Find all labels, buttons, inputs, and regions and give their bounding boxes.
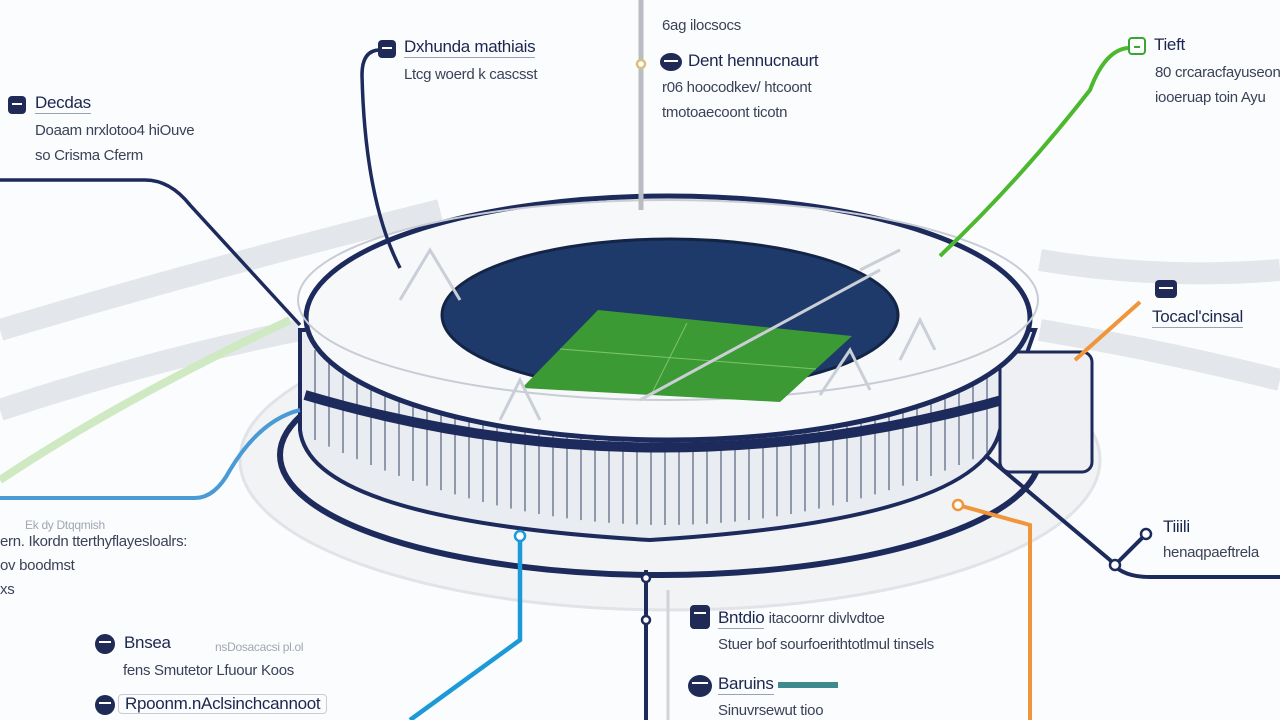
bottom-left-item-2-title: Rpoonm.nAclsinchcannoot xyxy=(118,694,328,714)
callout-lower-left-caption: Ek dy Dtqqmish xyxy=(25,518,105,532)
database-icon xyxy=(8,96,26,114)
bus-icon xyxy=(660,53,682,71)
callout-top-right-title: Tieft xyxy=(1154,35,1185,54)
callout-top-right-line-2: iooeruap toin Ayu xyxy=(1155,89,1266,106)
building-icon xyxy=(378,40,396,58)
callout-top-left-title: Decdas xyxy=(35,93,91,114)
monitor-icon xyxy=(1155,280,1177,298)
connector-line-bottom-orange xyxy=(957,503,1032,720)
bus-icon xyxy=(690,605,710,629)
callout-top-center-top-line: 6ag ilocsocs xyxy=(662,17,741,34)
pitch xyxy=(522,310,852,402)
bottom-center-item-2-title: Baruins xyxy=(718,674,774,695)
bottom-center-item-2-sub: Sinuvrsewut tioo xyxy=(718,702,824,719)
train-icon xyxy=(95,634,115,654)
pitch-lines xyxy=(559,322,817,396)
connector-line-mid-right xyxy=(1073,300,1142,362)
connector-branch-lower-right xyxy=(1113,533,1147,567)
bottom-center-item-1-heading: Bntdio itacoornr divlvdtoe xyxy=(718,608,885,629)
callout-lower-left-line-1: ern. Ikordn tterthyflayesloalrs: xyxy=(0,533,188,550)
callout-top-mid-left-line-1: Ltcg woerd k cascsst xyxy=(404,66,538,83)
callout-top-left-line-1: Doaam nrxlotoo4 hiOuve xyxy=(35,122,195,139)
green-strip xyxy=(0,316,292,484)
callout-top-right-line-1: 80 crcaracfayuseon xyxy=(1155,64,1280,81)
facade-band xyxy=(303,390,1022,453)
bottom-center-item-1-title-rest: itacoornr divlvdtoe xyxy=(768,610,885,627)
bottom-center-item-1-title: Bntdio xyxy=(718,608,765,629)
train-icon xyxy=(688,675,712,697)
connector-line-lower-right xyxy=(983,453,1280,579)
callout-lower-left-line-3: xs xyxy=(0,581,15,598)
connector-line-left xyxy=(0,408,301,500)
side-annex xyxy=(998,350,1094,474)
connector-nodes xyxy=(513,58,1153,626)
user-icon xyxy=(95,695,115,715)
connector-line-bottom-blue xyxy=(408,536,523,720)
bottom-center-item-1-sub: Stuer bof sourfoerithtotlmul tinsels xyxy=(718,636,934,653)
roof-trusses xyxy=(398,247,937,421)
bottom-left-item-1-sub: fens Smutetor Lfuour Koos xyxy=(123,662,294,679)
callout-top-center-line-2: tmotoaecoont ticotn xyxy=(662,104,788,121)
callout-lower-right-line-1: henaqpaeftrela xyxy=(1163,544,1259,561)
bottom-left-item-1-note: nsDosacacsi pl.ol xyxy=(215,640,304,654)
parking-icon xyxy=(1128,37,1146,55)
callout-lower-left-line-2: ov boodmst xyxy=(0,557,75,574)
bottom-center-item-2-heading: Baruins xyxy=(718,674,838,695)
callout-top-left-line-2: so Crisma Cferm xyxy=(35,147,144,164)
callout-lower-right-title: Tiiili xyxy=(1163,517,1190,536)
connector-line-top-right xyxy=(938,46,1129,258)
green-bar xyxy=(777,682,838,689)
roof-railing xyxy=(297,199,1039,401)
callout-mid-right-title: Tocacl'cinsal xyxy=(1152,307,1243,328)
connector-line-top-mid-left xyxy=(360,48,402,269)
bottom-left-item-1-title: Bnsea xyxy=(124,633,171,652)
callout-top-center-title: Dent hennucnaurt xyxy=(688,51,819,70)
callout-top-mid-left-title: Dxhunda mathiais xyxy=(404,37,536,58)
callout-top-center-line-1: r06 hoocodkev/ htcoont xyxy=(662,79,812,96)
connector-line-top-left xyxy=(0,178,302,327)
